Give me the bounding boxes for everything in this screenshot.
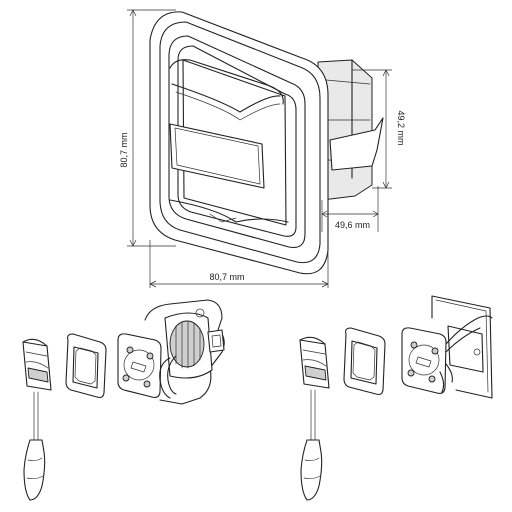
sensor-lens xyxy=(304,365,327,381)
frame-part xyxy=(343,327,386,396)
product-dimension-view: 80,7 mm 80,7 mm 49,6 mm 49,2 mm xyxy=(119,9,406,288)
height-label: 80,7 mm xyxy=(119,132,129,167)
sensor-lens xyxy=(27,367,49,383)
box-connector xyxy=(207,329,225,353)
sensor-lens xyxy=(169,123,265,189)
installation-step-wall-mount xyxy=(299,295,493,501)
frame-part xyxy=(65,333,107,399)
back-box xyxy=(317,59,384,201)
depth-dimension: 49,6 mm xyxy=(321,186,379,232)
sensor-cover-part xyxy=(22,338,52,391)
mounting-clip xyxy=(329,117,384,171)
wall-flush-box xyxy=(144,299,225,405)
depth-label: 49,6 mm xyxy=(335,220,370,230)
installation-step-flush-box xyxy=(22,299,225,501)
width-dimension: 80,7 mm xyxy=(149,240,329,288)
width-label: 80,7 mm xyxy=(209,272,244,282)
wall-panel xyxy=(431,295,493,399)
screwdriver xyxy=(300,389,323,501)
sensor-cover-part xyxy=(299,336,330,389)
box-height-label: 49,2 mm xyxy=(396,110,406,145)
height-dimension: 80,7 mm xyxy=(119,9,176,247)
screwdriver xyxy=(23,391,46,501)
wall-cutout xyxy=(447,325,484,373)
mechanism-part xyxy=(401,327,447,394)
mechanism-part xyxy=(117,333,162,398)
sensor-cover xyxy=(169,59,289,226)
box-height-dimension: 49,2 mm xyxy=(352,69,406,189)
